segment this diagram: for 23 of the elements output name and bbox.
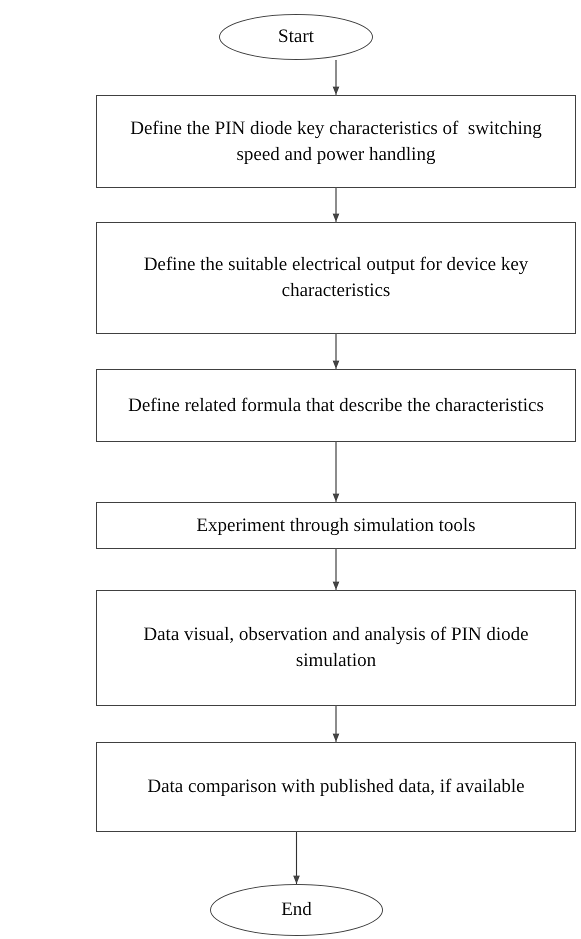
process-box	[96, 369, 576, 442]
process-box	[96, 502, 576, 549]
process-box	[96, 222, 576, 334]
process-box	[96, 590, 576, 706]
terminal-ellipse	[210, 884, 383, 936]
node-text: Define the suitable electrical output for device key characteristics	[142, 253, 530, 303]
process-box	[96, 742, 576, 832]
node-text: Data comparison with published data, if available	[146, 775, 526, 800]
arrow	[332, 334, 340, 369]
arrow	[332, 188, 340, 222]
arrow	[332, 60, 340, 95]
node-text: Data visual, observation and analysis of PIN diode simulation	[142, 623, 530, 673]
node-text: Define the PIN diode key characteristics of switching speed and power handling	[129, 116, 543, 166]
process-box	[96, 95, 576, 188]
node-text: Experiment through simulation tools	[195, 514, 477, 538]
terminal-ellipse	[219, 14, 373, 60]
arrow	[332, 549, 340, 590]
node-text: End	[280, 898, 313, 922]
node-text: Define related formula that describe the characteristics	[127, 394, 545, 418]
arrow	[293, 832, 300, 884]
arrow	[332, 442, 340, 502]
node-text: Start	[277, 25, 315, 50]
arrow	[332, 706, 340, 742]
